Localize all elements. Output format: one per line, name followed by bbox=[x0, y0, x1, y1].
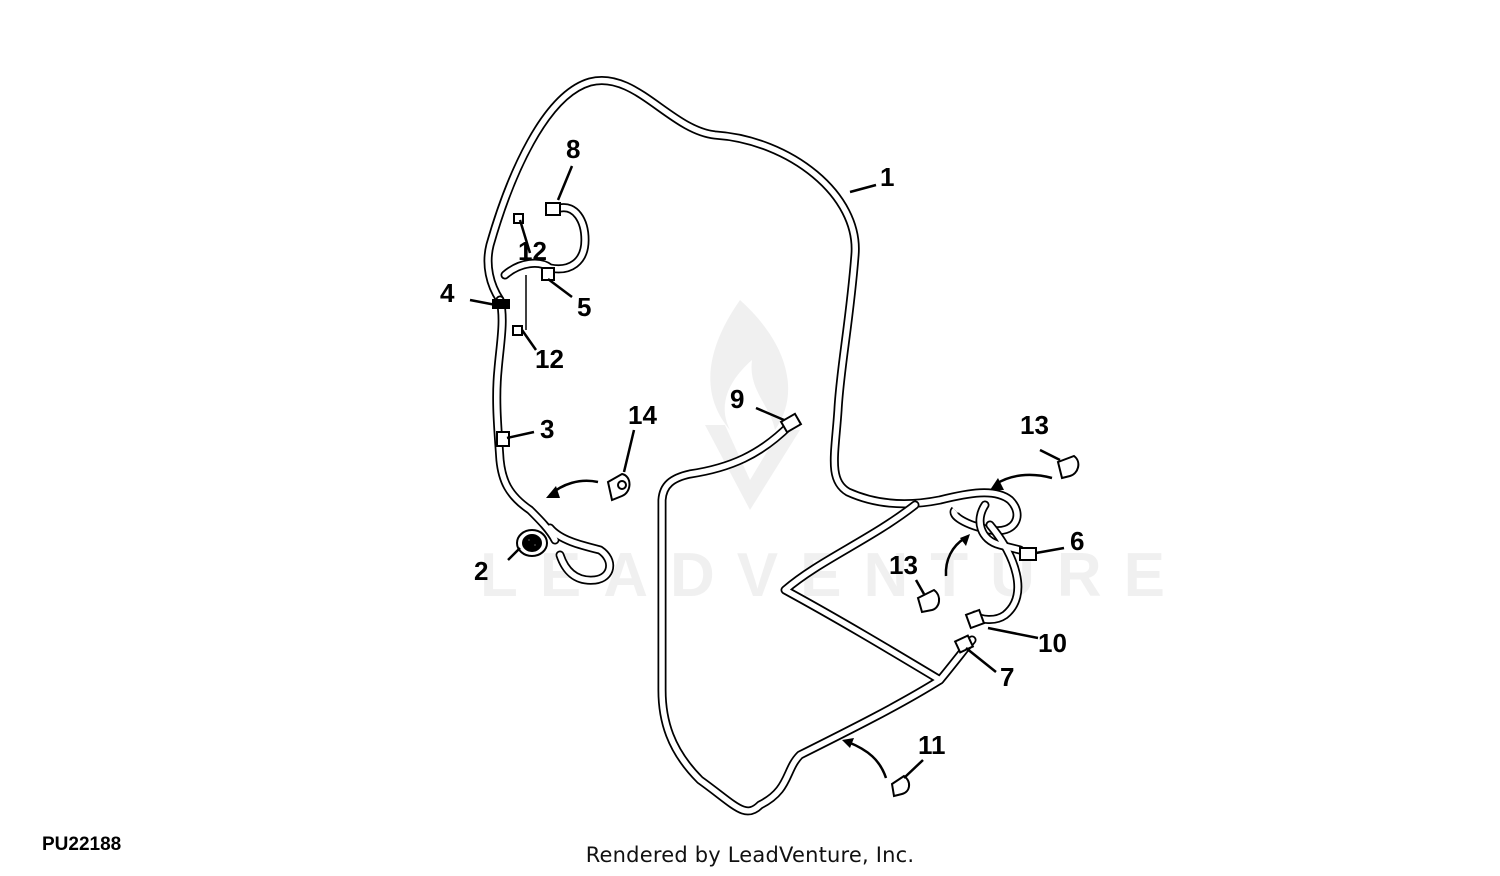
callout-14: 14 bbox=[628, 400, 657, 430]
harness-connector-icon bbox=[492, 202, 1037, 654]
callout-1: 1 bbox=[880, 162, 894, 192]
callout-4: 4 bbox=[440, 278, 455, 308]
callout-6: 6 bbox=[1070, 526, 1084, 556]
callout-11: 11 bbox=[918, 730, 946, 760]
main-harness-wire bbox=[488, 80, 1018, 811]
callout-10: 10 bbox=[1038, 628, 1067, 658]
arrowheads bbox=[546, 478, 1004, 748]
callout-2: 2 bbox=[474, 556, 488, 586]
callout-12-lower: 12 bbox=[535, 344, 564, 374]
callout-13-lower: 13 bbox=[889, 550, 918, 580]
callout-3: 3 bbox=[540, 414, 554, 444]
callout-8: 8 bbox=[566, 134, 580, 164]
figure-id: PU22188 bbox=[42, 834, 122, 855]
clamp-icon bbox=[606, 454, 1080, 798]
callout-labels: 1 2 3 4 5 6 7 8 9 10 11 12 12 13 13 14 bbox=[440, 134, 1084, 760]
flame-watermark-icon bbox=[705, 300, 800, 510]
callout-5: 5 bbox=[577, 292, 591, 322]
callout-7: 7 bbox=[1000, 662, 1014, 692]
callout-13-upper: 13 bbox=[1020, 410, 1049, 440]
callout-9: 9 bbox=[730, 384, 744, 414]
render-credit: Rendered by LeadVenture, Inc. bbox=[585, 843, 915, 867]
callout-12-upper: 12 bbox=[518, 236, 547, 266]
